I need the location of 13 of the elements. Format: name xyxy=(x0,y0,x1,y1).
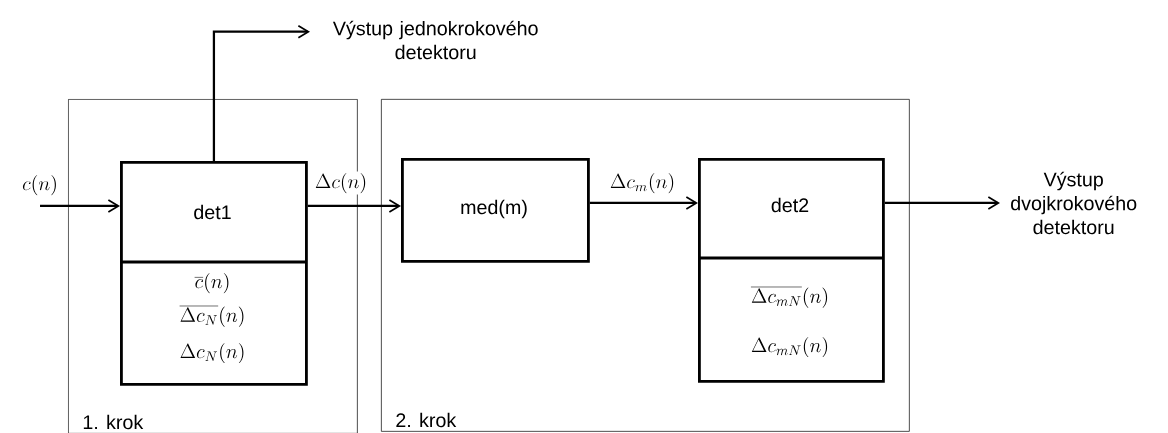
arrow xyxy=(589,196,698,210)
arrow xyxy=(212,24,310,161)
block-box: det2 $\overline{\Delta c_{mN}}(n)$ $\Delta c_{mN}(n)$ xyxy=(698,158,885,383)
arrow xyxy=(884,196,1000,210)
arrow xyxy=(40,199,121,213)
block-box: med(m) xyxy=(401,158,590,263)
edge-label: $c(n)$ xyxy=(22,174,56,196)
output-label: Výstup dvojkrokového detektoru xyxy=(1011,171,1137,235)
edge-label: $\Delta c(n)$ xyxy=(315,172,366,194)
output-label: Výstup jednokrokového detektoru xyxy=(332,20,538,60)
block-box: det1 $\overline{c}(n)$ $\overline{\Delta c_N}(n)$ $\Delta c_N(n)$ xyxy=(120,161,308,386)
edge-label: $\Delta c_m(n)$ xyxy=(610,172,674,194)
arrow xyxy=(307,199,401,213)
